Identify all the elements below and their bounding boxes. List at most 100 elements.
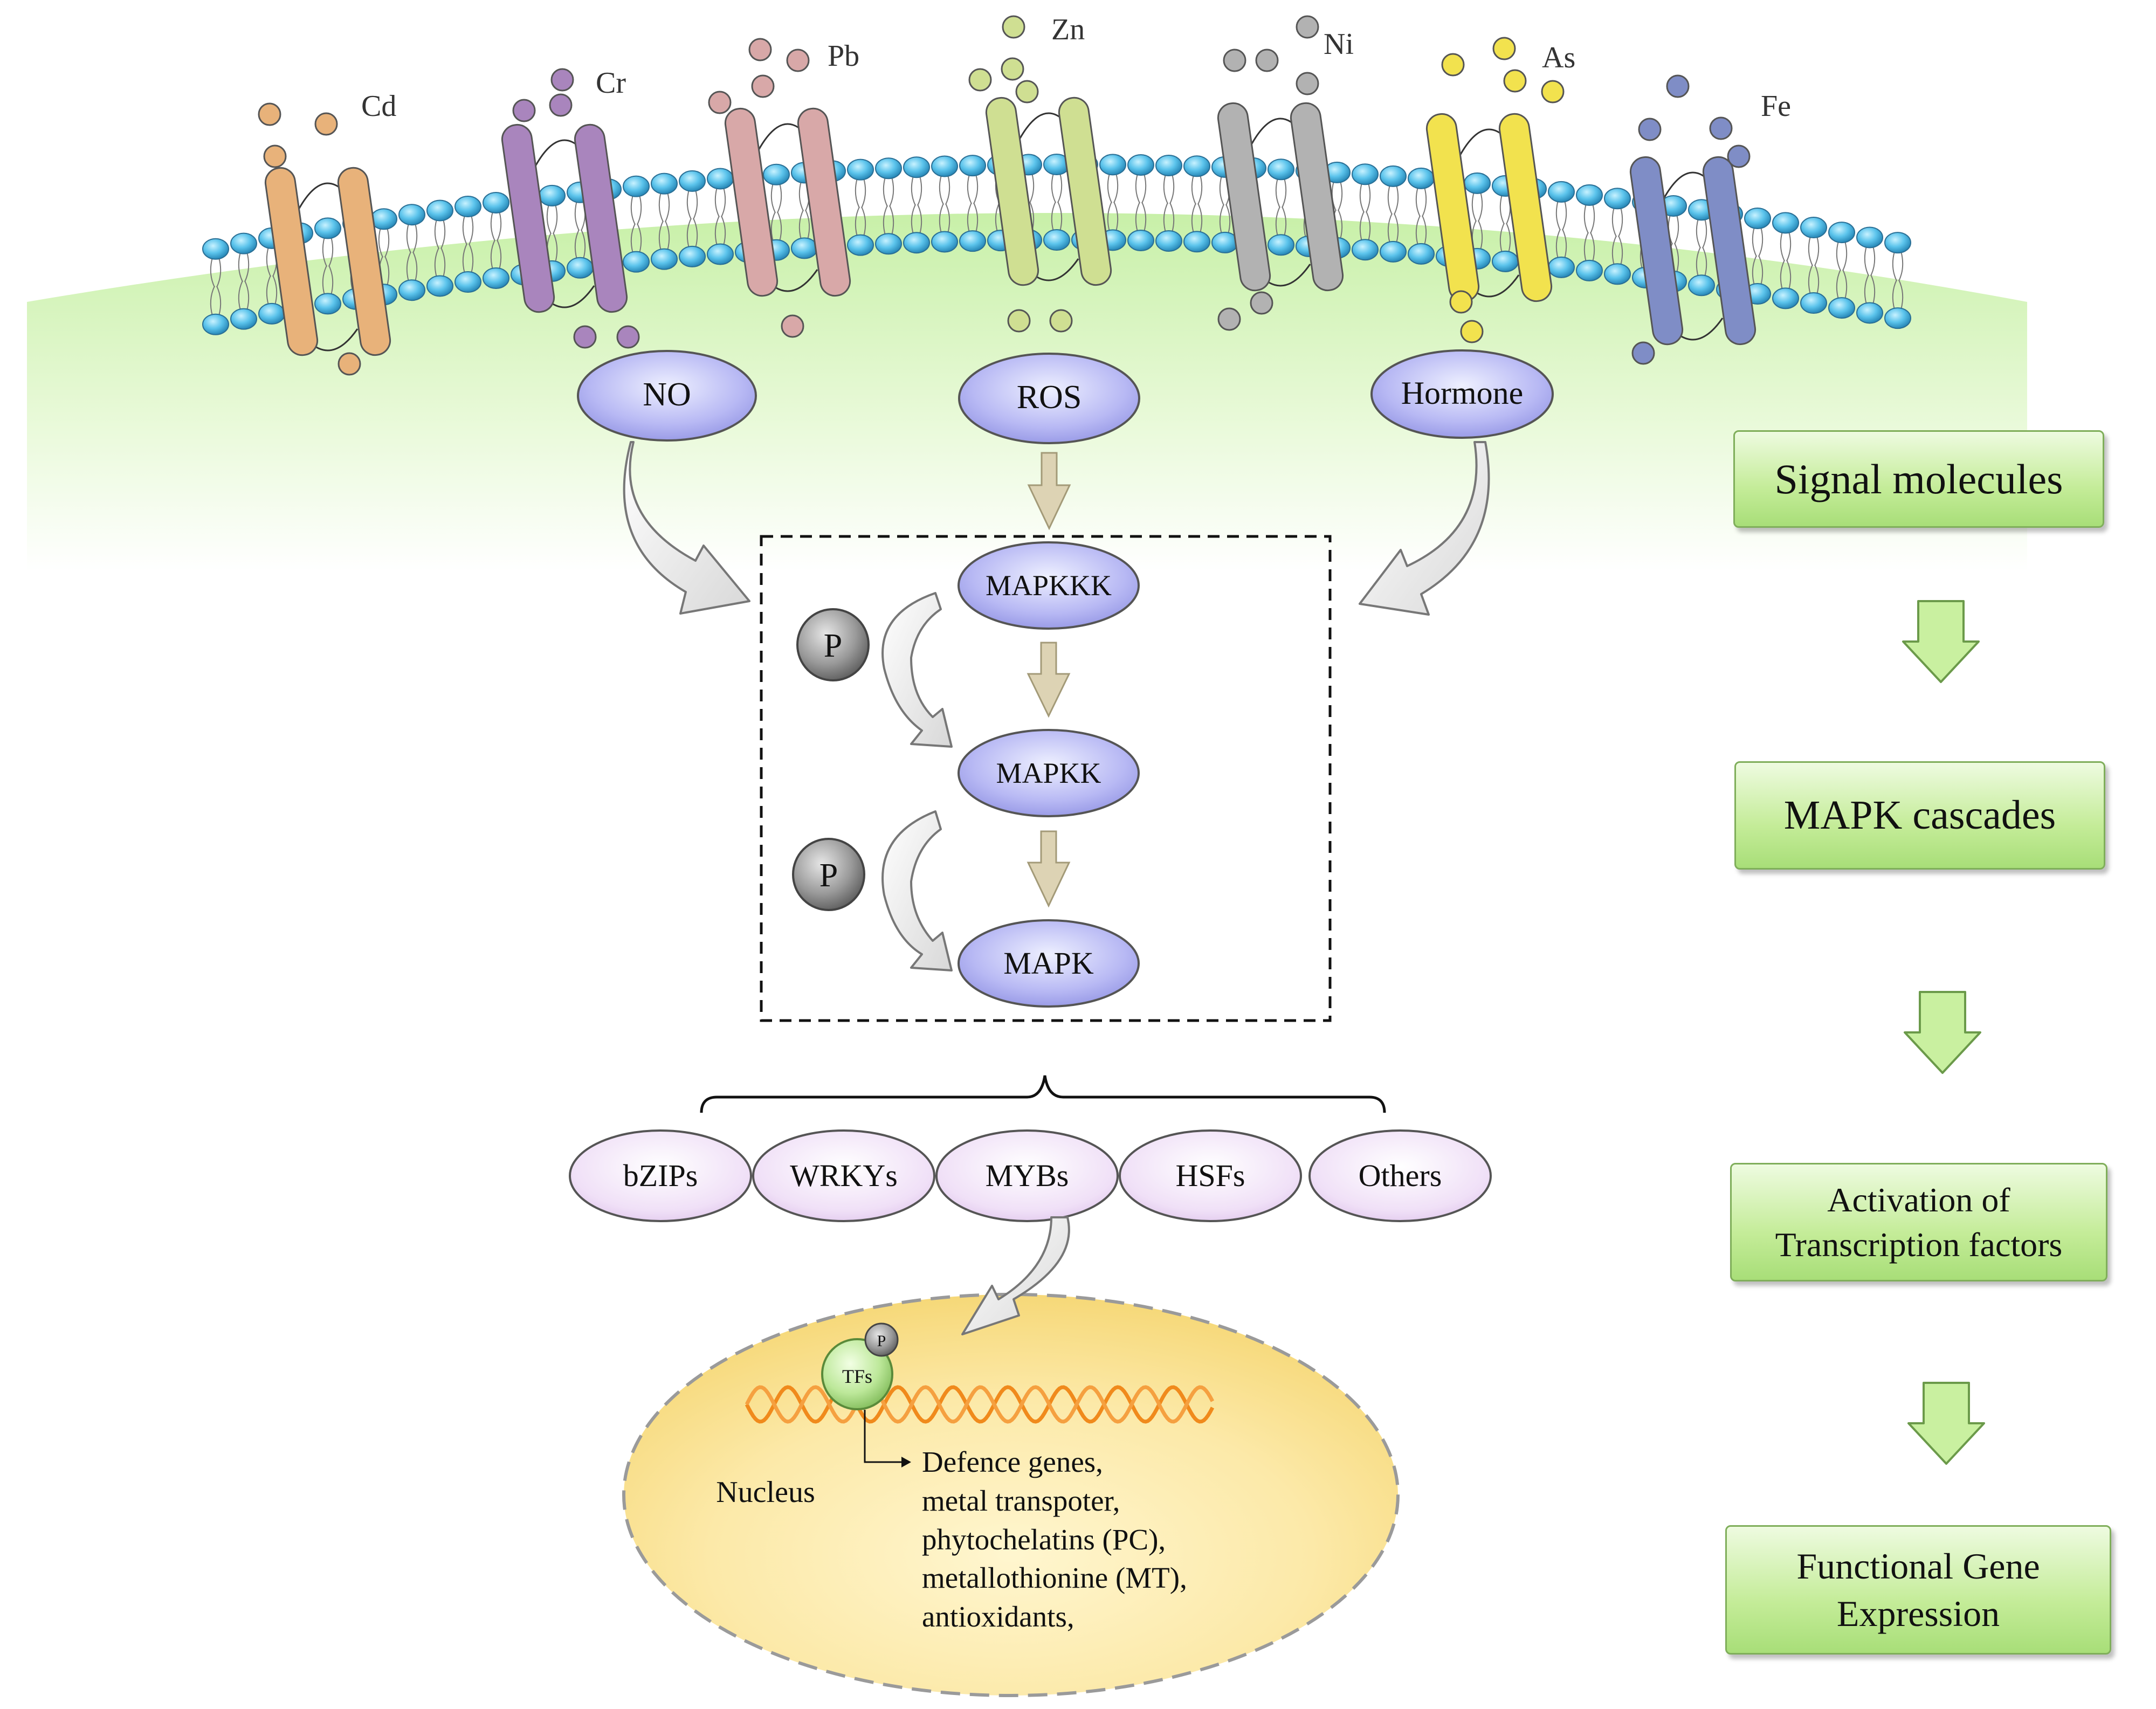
lipid-head <box>875 157 902 180</box>
metal-ion <box>1255 49 1279 72</box>
lipid-head <box>623 175 650 197</box>
mapk-label: MAPK <box>1003 946 1094 981</box>
flow-down-arrow-2 <box>1904 991 1981 1074</box>
phosphate-1-label: P <box>824 628 842 664</box>
transporter-ni: Ni <box>1217 15 1354 331</box>
lipid-head <box>1604 263 1631 285</box>
lipid-head <box>1856 302 1883 324</box>
ros-down-arrow <box>1027 452 1071 530</box>
lipid-head <box>931 231 958 253</box>
tf-brace <box>700 1075 1386 1113</box>
gene-activation-arrowhead <box>901 1457 911 1467</box>
lipid-head <box>875 233 902 255</box>
signal-no: NO <box>577 350 757 442</box>
flow-step-functional-gene-expression-line-2: Expression <box>1836 1593 2000 1634</box>
lipid-head <box>1464 172 1491 194</box>
metal-ion <box>573 325 597 349</box>
curved-arrow-phospho-2 <box>881 810 953 971</box>
lipid-head <box>1800 217 1827 239</box>
lipid-head <box>567 257 594 279</box>
bound-tf: TFs P <box>821 1322 899 1410</box>
lipid-head <box>1688 274 1715 297</box>
metal-ion <box>258 102 281 126</box>
mapk-node: MAPK <box>958 919 1140 1008</box>
lipid-head <box>1155 230 1182 252</box>
lipid-head <box>1828 297 1855 319</box>
lipid-head <box>1884 307 1911 329</box>
lipid-head <box>931 155 958 177</box>
metal-ion <box>1541 80 1565 104</box>
metal-ion <box>314 112 338 136</box>
tf-label: Others <box>1359 1158 1442 1193</box>
mapkkk-node: MAPKKK <box>958 541 1140 630</box>
lipid-head <box>483 191 509 213</box>
lipid-head <box>398 279 425 301</box>
transporter-as: As <box>1425 37 1575 343</box>
lipid-head <box>1576 184 1603 206</box>
transporter-fe: Fe <box>1629 74 1791 365</box>
curved-arrow-myb-to-nucleus <box>961 1216 1070 1335</box>
bound-tf-label: TFs <box>842 1366 872 1387</box>
metal-ion <box>1492 37 1516 60</box>
flow-step-signal-molecules-label: Signal molecules <box>1774 455 2063 502</box>
cascade-down-arrow-2 <box>1027 830 1071 908</box>
metal-ion <box>1460 320 1484 343</box>
lipid-head <box>539 184 566 206</box>
lipid-head <box>959 155 986 177</box>
mapkk-node: MAPKK <box>958 729 1140 817</box>
tf-label: HSFs <box>1176 1158 1245 1193</box>
gene-line: Defence genes, <box>922 1445 1103 1478</box>
transporter-cr: Cr <box>501 66 640 349</box>
tf-label: WRKYs <box>790 1158 898 1193</box>
metal-ion <box>968 68 992 92</box>
lipid-head <box>230 232 257 254</box>
metal-ion <box>1503 69 1527 93</box>
metal-ion <box>1217 307 1241 331</box>
flow-down-arrow-1 <box>1902 600 1980 683</box>
flow-step-mapk-cascades-label: MAPK cascades <box>1783 793 2056 838</box>
lipid-head <box>1268 234 1294 256</box>
mapkkk-label: MAPKKK <box>986 569 1112 602</box>
metal-ion <box>1296 72 1319 95</box>
tf-hsfs: HSFs <box>1119 1129 1302 1222</box>
lipid-head <box>1352 163 1379 185</box>
lipid-head <box>398 204 425 226</box>
gene-activation-pointer <box>864 1410 903 1463</box>
metal-ion <box>1449 290 1473 314</box>
gene-line: metal transpoter, <box>922 1484 1120 1517</box>
lipid-head <box>1127 229 1154 251</box>
lipid-head <box>1155 154 1182 176</box>
flow-step-functional-gene-expression: Functional Gene Expression <box>1725 1525 2111 1655</box>
lipid-head <box>651 173 678 195</box>
flow-down-arrow-3 <box>1907 1382 1985 1465</box>
lipid-head <box>707 243 734 265</box>
dna-helix <box>745 1385 1215 1424</box>
lipid-head <box>1380 240 1407 263</box>
metal-ion <box>1296 15 1319 39</box>
metal-ion <box>1441 53 1465 77</box>
metal-ion <box>1638 118 1662 141</box>
flow-step-activation-tfs-line-1: Activation of <box>1827 1180 2010 1219</box>
metal-ion <box>337 352 361 376</box>
transporter-pb: Pb <box>708 38 859 338</box>
metal-ion <box>751 74 775 98</box>
phosphate-2: P <box>792 838 865 911</box>
tf-bzips: bZIPs <box>569 1129 752 1222</box>
gene-line: phytochelatins (PC), <box>922 1523 1166 1556</box>
metal-ion <box>786 49 810 72</box>
lipid-head <box>258 302 285 325</box>
metal-label: Zn <box>1051 13 1085 46</box>
phosphate-1: P <box>796 608 870 681</box>
tf-label: bZIPs <box>623 1158 698 1193</box>
lipid-head <box>1183 231 1210 253</box>
gene-line: antioxidants, <box>922 1600 1074 1633</box>
lipid-head <box>1884 232 1911 254</box>
cascade-down-arrow-1 <box>1027 642 1071 718</box>
metal-label: Ni <box>1324 27 1354 61</box>
flow-arrows <box>1902 600 1985 1465</box>
lipid-head <box>903 156 930 178</box>
flow-step-signal-molecules: Signal molecules <box>1733 430 2104 528</box>
lipid-head <box>623 251 650 273</box>
lipid-head <box>959 230 986 252</box>
